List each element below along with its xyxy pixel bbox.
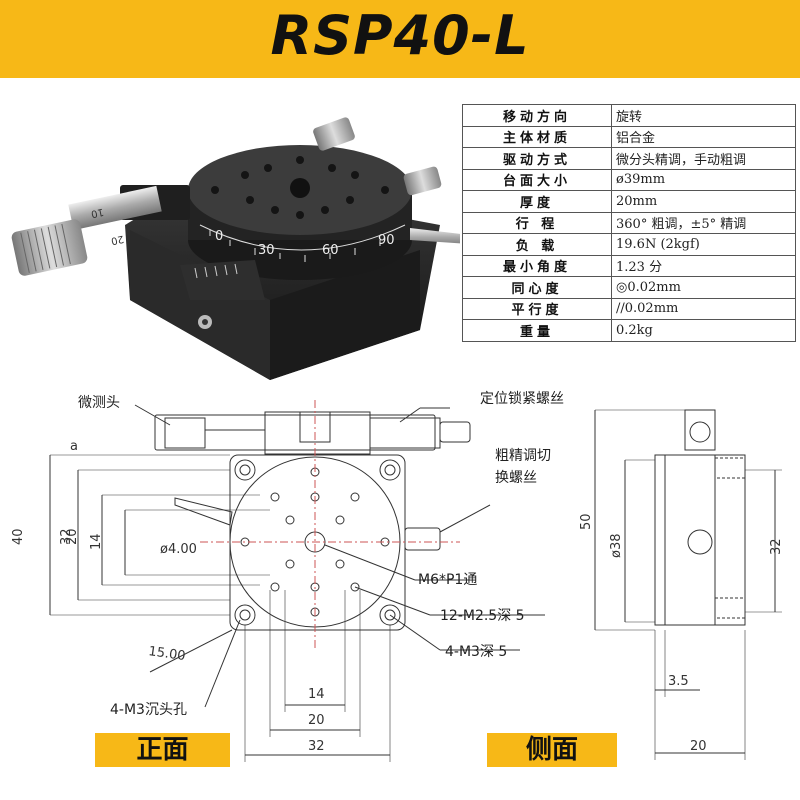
side-top-screw — [684, 409, 716, 451]
spec-key: 平行度 — [462, 297, 612, 320]
callout-micrometer-head: 微测头 — [78, 395, 120, 411]
spec-value: 微分头精调，手动粗调 — [611, 147, 796, 170]
spec-value: //0.02mm — [611, 297, 796, 320]
spec-key: 台面大小 — [462, 168, 612, 191]
callout-switch-screw-2: 换螺丝 — [495, 469, 537, 486]
dim-14-horizontal: 14 — [308, 687, 325, 702]
side-dim-dia-38: ø38 — [609, 534, 624, 559]
dim-32-horizontal: 32 — [308, 739, 325, 754]
spec-value: ø39mm — [611, 168, 796, 191]
dim-14-vertical: 14 — [89, 533, 104, 550]
micrometer-tick-20: 20 — [110, 233, 125, 246]
spec-value: 360° 粗调，±5° 精调 — [611, 211, 796, 234]
callout-holes-4: 4-M3深 5 — [445, 644, 507, 660]
spec-row: 移动方向旋转 — [462, 104, 796, 127]
product-photo: 0 30 60 90 10 20 — [11, 117, 460, 380]
dial-tick-0: 0 — [215, 229, 223, 244]
spec-value: 1.23 分 — [611, 254, 796, 277]
spec-value: 旋转 — [611, 104, 796, 127]
callout-holes-12: 12-M2.5深 5 — [440, 608, 525, 624]
spec-key: 移动方向 — [462, 104, 612, 127]
micrometer-tick-10: 10 — [90, 206, 105, 219]
dial-tick-90: 90 — [378, 233, 395, 248]
product-title: RSP40-L — [270, 4, 530, 67]
spec-value: 0.2kg — [611, 319, 796, 342]
dim-dia-4: ø4.00 — [160, 542, 197, 557]
spec-row: 平行度//0.02mm — [462, 297, 796, 320]
spec-key: 同心度 — [462, 276, 612, 299]
technical-drawing: 微测头 定位锁紧螺丝 粗精调切 换螺丝 M6*P1通 12-M2.5深 5 4-… — [11, 391, 784, 762]
dial-tick-60: 60 — [322, 243, 339, 258]
spec-key: 重量 — [462, 319, 612, 342]
side-dim-3-5: 3.5 — [668, 674, 689, 689]
dim-32-vertical: 32 — [59, 528, 74, 545]
front-top-assembly — [154, 414, 436, 451]
callout-counterbore: 4-M3沉头孔 — [110, 702, 187, 718]
dial-tick-30: 30 — [258, 243, 275, 258]
spec-row: 驱动方式微分头精调，手动粗调 — [462, 147, 796, 170]
spec-value: ◎0.02mm — [611, 276, 796, 299]
spec-key: 厚度 — [462, 190, 612, 213]
dim-20-vertical: 20 — [65, 528, 80, 545]
spec-key: 驱动方式 — [462, 147, 612, 170]
spec-key: 行 程 — [462, 211, 612, 234]
spec-key: 负 载 — [462, 233, 612, 256]
front-view-label: 正面 — [95, 733, 230, 767]
dim-40: 40 — [11, 528, 26, 545]
side-dim-50: 50 — [579, 513, 594, 530]
spec-row: 同心度◎0.02mm — [462, 276, 796, 299]
dim-20-horizontal: 20 — [308, 713, 325, 728]
side-dim-32: 32 — [769, 538, 784, 555]
title-bar: RSP40-L — [0, 0, 800, 78]
spec-key: 主体材质 — [462, 125, 612, 148]
small-mark: a — [70, 439, 78, 454]
spec-value: 铝合金 — [611, 125, 796, 148]
dim-15: 15.00 — [147, 644, 186, 664]
micrometer-thimble — [11, 219, 88, 276]
callout-center-hole: M6*P1通 — [418, 572, 477, 588]
side-view-label: 侧面 — [487, 733, 617, 767]
side-body — [654, 454, 746, 626]
spec-value: 20mm — [611, 190, 796, 213]
spec-row: 主体材质铝合金 — [462, 125, 796, 148]
spec-value: 19.6N (2kgf) — [611, 233, 796, 256]
side-dim-20: 20 — [690, 739, 707, 754]
callout-lock-screw: 定位锁紧螺丝 — [480, 391, 564, 407]
spec-key: 最小角度 — [462, 254, 612, 277]
callout-switch-screw-1: 粗精调切 — [495, 448, 551, 464]
